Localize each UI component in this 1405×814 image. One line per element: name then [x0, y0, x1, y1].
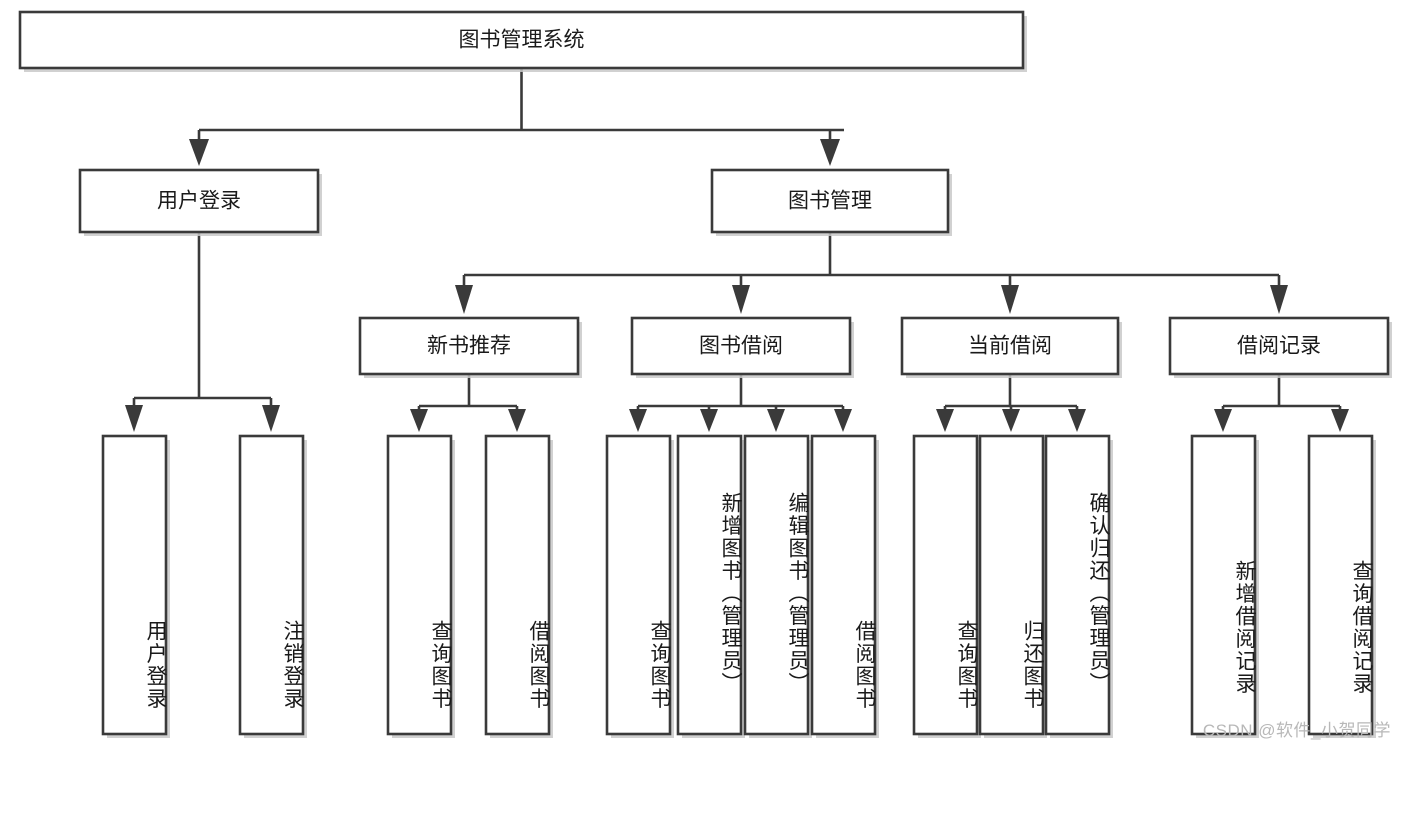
csdn-watermark: CSDN @软件_小贺同学: [1202, 721, 1391, 740]
node-book-borrow[interactable]: 图书借阅: [630, 316, 854, 378]
edge-group-user-login: [125, 232, 280, 432]
node-user-login[interactable]: 用户登录: [78, 168, 322, 236]
node-current-borrow-label: 当前借阅: [968, 335, 1052, 358]
node-current-borrow-box[interactable]: [900, 316, 1120, 376]
leaf-borrow-book-box[interactable]: [810, 434, 877, 736]
leaf-confirm-return-box[interactable]: [1044, 434, 1111, 736]
arrow-head-leaf-query-book-rec: [410, 409, 428, 432]
node-book-manage-label: 图书管理: [788, 190, 872, 213]
diagram-canvas: 图书管理系统 用户登录 图书管理 新书推荐 图书借阅 当前借阅: [18, 10, 1392, 738]
node-root-box[interactable]: [18, 10, 1025, 70]
node-book-borrow-box[interactable]: [630, 316, 852, 376]
arrow-head-new-book-recommend: [455, 285, 473, 314]
arrow-head-leaf-edit-book: [767, 409, 785, 432]
node-new-book-recommend[interactable]: 新书推荐: [358, 316, 582, 378]
arrow-head-borrow-record: [1270, 285, 1288, 314]
leaf-query-book-rec-box[interactable]: [386, 434, 453, 736]
arrow-head-leaf-confirm-return: [1068, 409, 1086, 432]
leaf-query-book-cur-box[interactable]: [912, 434, 979, 736]
leaf-query-record-box[interactable]: [1307, 434, 1374, 736]
arrow-head-leaf-borrow-book-rec: [508, 409, 526, 432]
leaf-return-book-box[interactable]: [978, 434, 1045, 736]
node-borrow-record-box[interactable]: [1168, 316, 1390, 376]
node-root[interactable]: 图书管理系统: [18, 10, 1027, 72]
leaf-edit-book-box[interactable]: [743, 434, 810, 736]
arrow-head-book-manage: [820, 139, 840, 166]
leaf-add-book-box[interactable]: [676, 434, 743, 736]
edge-group-book-manage: [455, 232, 1288, 314]
arrow-head-leaf-add-book: [700, 409, 718, 432]
arrow-head-leaf-borrow-book: [834, 409, 852, 432]
node-borrow-record[interactable]: 借阅记录: [1168, 316, 1392, 378]
node-root-label: 图书管理系统: [459, 29, 585, 52]
arrow-head-leaf-return-book: [1002, 409, 1020, 432]
edge-group-new-book-recommend: [410, 374, 526, 432]
arrow-head-leaf-query-record: [1331, 409, 1349, 432]
edge-group-root: [189, 68, 844, 166]
node-book-borrow-label: 图书借阅: [699, 335, 783, 358]
node-new-book-recommend-box[interactable]: [358, 316, 580, 376]
arrow-head-leaf-query-book-borrow: [629, 409, 647, 432]
arrow-head-user-login: [189, 139, 209, 166]
node-user-login-label: 用户登录: [157, 190, 241, 213]
leaf-logout-box[interactable]: [238, 434, 305, 736]
node-current-borrow[interactable]: 当前借阅: [900, 316, 1122, 378]
node-book-manage[interactable]: 图书管理: [710, 168, 952, 236]
leaf-add-record-box[interactable]: [1190, 434, 1257, 736]
arrow-head-leaf-logout: [262, 405, 280, 432]
edge-group-book-borrow: [629, 374, 852, 432]
edge-group-current-borrow: [936, 374, 1086, 432]
leaf-boxes: [101, 434, 1376, 738]
node-new-book-recommend-label: 新书推荐: [427, 335, 511, 358]
node-borrow-record-label: 借阅记录: [1237, 335, 1321, 358]
arrow-head-book-borrow: [732, 285, 750, 314]
node-book-manage-box[interactable]: [710, 168, 950, 234]
diagram-root: 图书管理系统 用户登录 图书管理 新书推荐 图书借阅 当前借阅: [18, 10, 1392, 740]
arrow-head-current-borrow: [1001, 285, 1019, 314]
leaf-borrow-book-rec-box[interactable]: [484, 434, 551, 736]
leaf-user-login-box[interactable]: [101, 434, 168, 736]
arrow-head-leaf-query-book-cur: [936, 409, 954, 432]
node-user-login-box[interactable]: [78, 168, 320, 234]
arrow-head-leaf-add-record: [1214, 409, 1232, 432]
arrow-head-leaf-user-login: [125, 405, 143, 432]
edge-group-borrow-record: [1214, 374, 1349, 432]
leaf-query-book-borrow-box[interactable]: [605, 434, 672, 736]
